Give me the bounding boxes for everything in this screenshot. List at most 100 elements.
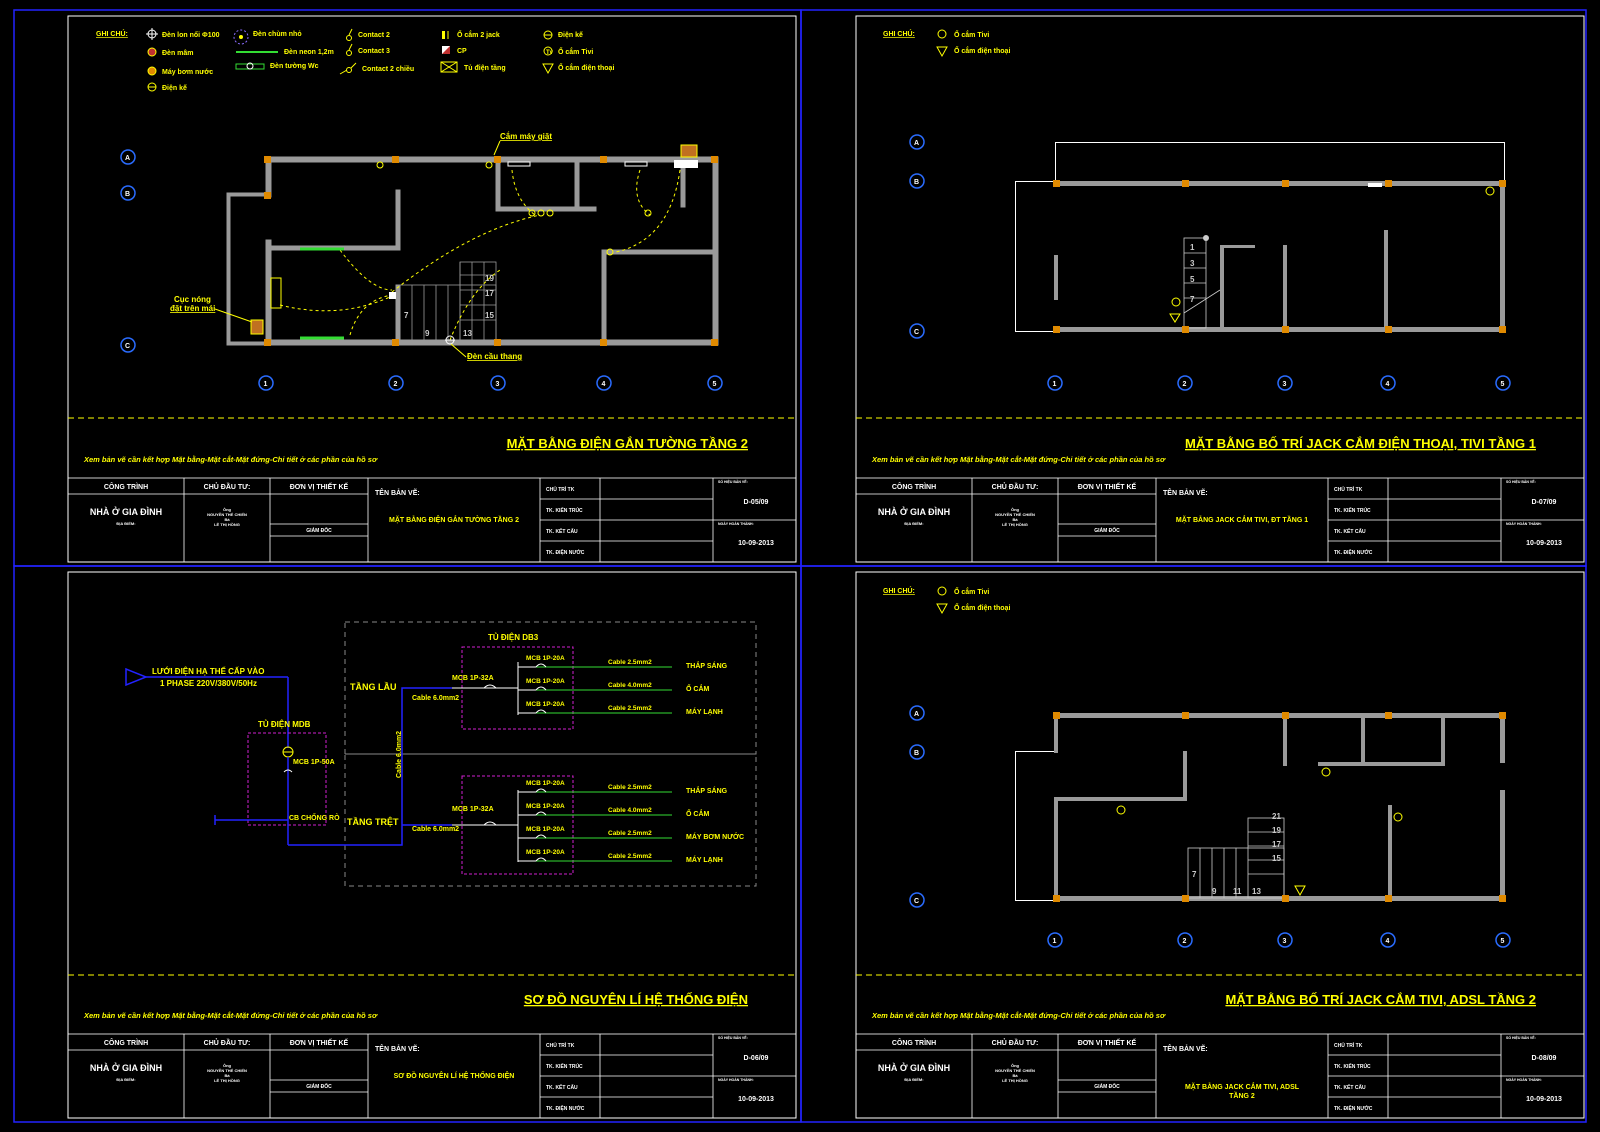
cong-trinh-label: CÔNG TRÌNH <box>104 482 148 491</box>
stair-number: 19 <box>1272 826 1281 835</box>
floor-zones <box>344 621 757 887</box>
annotation: đặt trên mái <box>170 304 215 313</box>
ngay-label: NGÀY HOÀN THÀNH: <box>1506 521 1542 526</box>
grid-col-label: 5 <box>1501 381 1505 388</box>
owner-line: Bà <box>224 1073 230 1078</box>
giam-doc-label: GIÁM ĐỐC <box>1094 1083 1120 1090</box>
owner-line: NGUYỄN THẾ CHIẾN <box>207 512 247 517</box>
legend-item: Ổ cắm Tivi <box>954 30 989 39</box>
grid-col-marker <box>490 375 506 391</box>
grid-col-label: 1 <box>1053 381 1057 388</box>
note-line: Xem bản vẽ cần kết hợp Mặt bằng-Mặt cắt-… <box>871 1011 1166 1020</box>
role-label: CHỦ TRÌ TK <box>1334 485 1363 493</box>
title-block <box>855 1033 1585 1119</box>
drawing-number: D-06/09 <box>744 1055 769 1062</box>
annotation: Đèn cầu thang <box>467 352 522 361</box>
giam-doc-label: GIÁM ĐỐC <box>306 527 332 534</box>
stair-number: 15 <box>485 311 494 320</box>
stair-number: 13 <box>463 329 472 338</box>
role-label: CHỦ TRÌ TK <box>546 485 575 493</box>
grid-col-label: 2 <box>1183 938 1187 945</box>
downlight-icon <box>146 28 158 40</box>
cong-trinh-value: NHÀ Ở GIA ĐÌNH <box>90 506 162 517</box>
viewport-borders <box>13 9 1587 1123</box>
switch-icon <box>346 43 353 56</box>
grid-col-marker <box>1277 932 1293 948</box>
so-hieu-label: SỐ HIỆU BẢN VẼ: <box>718 1035 748 1040</box>
stair-number: 15 <box>1272 854 1281 863</box>
tv-outlet-icon <box>937 586 947 596</box>
cong-trinh-label: CÔNG TRÌNH <box>892 482 936 491</box>
grid-col-marker <box>1380 932 1396 948</box>
drawing-name: MẶT BẰNG ĐIỆN GẮN TƯỜNG TẦNG 2 <box>389 514 519 524</box>
circuit-cable: Cable 4.0mm2 <box>608 807 652 814</box>
tv-outlet-icon <box>937 29 947 39</box>
stair <box>1187 817 1285 899</box>
cp-icon <box>442 46 450 54</box>
grid-col-marker <box>1277 375 1293 391</box>
owner-line: LÊ THỊ HỒNG <box>214 522 240 527</box>
wiring <box>279 169 681 341</box>
grid-row-label: C <box>914 898 919 905</box>
owner-line: Ông <box>223 507 232 512</box>
legend-item: Ổ cắm Tivi <box>558 47 593 56</box>
grid-col-marker <box>1495 375 1511 391</box>
owner-line: Bà <box>224 517 230 522</box>
stair-numbers: 21 19 17 15 13 11 9 7 <box>1192 812 1281 896</box>
grid-row-marker <box>120 149 136 165</box>
completion-date: 10-09-2013 <box>738 540 774 547</box>
mdb-title: TỦ ĐIỆN MDB <box>258 720 311 729</box>
grid-col-marker <box>1380 375 1396 391</box>
columns <box>1053 712 1506 902</box>
supply-label: 1 PHASE 220V/380V/50Hz <box>160 679 257 688</box>
stair-number: 7 <box>1190 295 1195 304</box>
circuit-load: Ổ CẮM <box>686 684 710 693</box>
grid-col-marker <box>1177 932 1193 948</box>
grid-col-marker <box>1495 932 1511 948</box>
drawing-name: TẦNG 2 <box>1229 1090 1255 1100</box>
cong-trinh-label: CÔNG TRÌNH <box>892 1038 936 1047</box>
role-label: TK. ĐIỆN NƯỚC <box>1334 548 1373 556</box>
grid-row-label: C <box>914 329 919 336</box>
grid-row-label: B <box>914 750 919 757</box>
riser <box>288 687 452 846</box>
sheet-3-overlay: Xem bản vẽ cần kết hợp Mặt bằng-Mặt cắt-… <box>67 992 797 1119</box>
legend: GHI CHÚ: Đèn lon nổi Φ100 Đèn mâm Máy bơ… <box>96 28 614 92</box>
role-label: TK. ĐIỆN NƯỚC <box>1334 1104 1373 1112</box>
floor-plan <box>1015 142 1505 332</box>
title-block <box>855 477 1585 563</box>
grid-row-label: B <box>914 179 919 186</box>
legend: GHI CHÚ: Ổ cắm Tivi Ổ cắm điện thoại <box>883 29 1010 58</box>
main-mcb: MCB 1P-32A <box>452 806 494 813</box>
stair-number: 11 <box>1233 887 1242 896</box>
circuit-mcb: MCB 1P-20A <box>526 678 565 685</box>
circuit-load: MÁY LẠNH <box>686 855 723 864</box>
outlets <box>1169 183 1495 323</box>
don-vi-label: ĐƠN VỊ THIẾT KẾ <box>1078 1037 1137 1047</box>
ngay-label: NGÀY HOÀN THÀNH: <box>718 1077 754 1082</box>
ten-ban-ve-label: TÊN BẢN VẼ: <box>1163 488 1208 497</box>
grid-row-marker <box>909 323 925 339</box>
role-label: TK. KIẾN TRÚC <box>546 507 583 514</box>
grid-col-label: 4 <box>1386 381 1390 388</box>
breaker-symbol <box>535 811 547 816</box>
drawing-name: MẶT BẰNG JACK CẮM TIVI, ADSL <box>1185 1082 1300 1091</box>
grid-row-label: C <box>125 343 130 350</box>
legend-title: GHI CHÚ: <box>96 29 128 38</box>
circuit-mcb: MCB 1P-20A <box>526 780 565 787</box>
note-line: Xem bản vẽ cần kết hợp Mặt bằng-Mặt cắt-… <box>83 455 378 464</box>
wall-light-icon <box>235 62 265 70</box>
owner-line: Ông <box>223 1063 232 1068</box>
don-vi-label: ĐƠN VỊ THIẾT KẾ <box>290 481 349 491</box>
owner-line: NGUYỄN THẾ CHIẾN <box>995 512 1035 517</box>
stair <box>1183 237 1221 329</box>
phone-outlet-icon <box>936 603 948 615</box>
grid-row-label: A <box>914 711 919 718</box>
drawing-number: D-07/09 <box>1532 499 1557 506</box>
circuit-mcb: MCB 1P-20A <box>526 803 565 810</box>
circuit-cable: Cable 2.5mm2 <box>608 659 652 666</box>
